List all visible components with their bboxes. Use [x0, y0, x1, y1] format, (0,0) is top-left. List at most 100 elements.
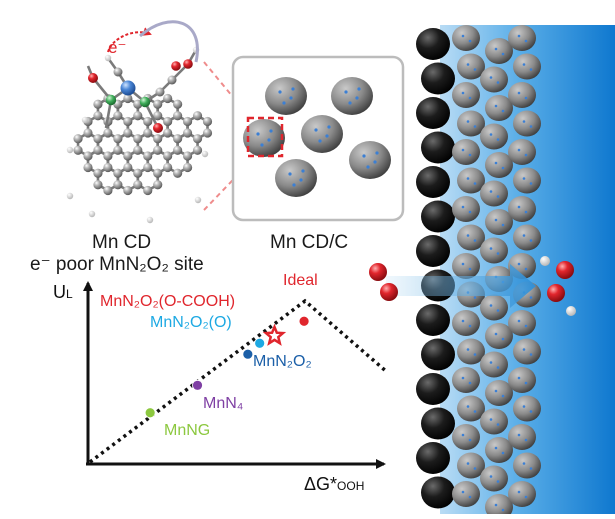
volcano-marker-4 — [192, 379, 203, 391]
electrode-cd-particle — [485, 152, 513, 178]
electrode-cd-particle — [452, 196, 480, 222]
carbon-atom — [143, 128, 153, 138]
hydrogen-atom — [66, 146, 74, 154]
carbon-atom — [113, 168, 123, 178]
electrode-cd-particle — [513, 338, 541, 365]
carbon-support-particle — [416, 166, 450, 198]
carbon-atom — [173, 145, 183, 155]
carbon-atom — [163, 162, 173, 173]
mn-cd-particle — [275, 159, 317, 197]
mn-cd-particle — [349, 141, 391, 179]
mn-cd-particle — [331, 77, 373, 115]
carbon-atom — [163, 151, 173, 161]
carbon-atom — [163, 116, 173, 127]
electrode-cd-particle — [508, 367, 536, 393]
electrode-cd-particle — [452, 253, 480, 279]
x-axis-label: ΔG*OOH — [304, 474, 365, 494]
carbon-atom — [173, 111, 183, 121]
carbon-atom — [182, 128, 193, 138]
electron-path-arc — [139, 20, 199, 63]
carbon-atom — [133, 180, 143, 190]
electrode-cd-particle — [508, 139, 536, 165]
carbon-atom — [202, 128, 213, 138]
electrode-cd-particle — [485, 38, 513, 64]
volcano-plot — [83, 281, 389, 469]
diffusion-arrow — [386, 264, 536, 308]
o2-molecule — [369, 263, 398, 301]
volcano-marker-0 — [298, 315, 310, 327]
carbon-support-particle — [416, 304, 450, 336]
carbon-support-particle — [421, 62, 455, 95]
carbon-atom — [123, 162, 133, 173]
carbon-support-particle — [421, 476, 455, 509]
hydrogen-atom — [194, 196, 202, 204]
mn-cd-particle-column — [452, 25, 541, 519]
electrode-cd-particle — [480, 408, 508, 435]
carbon-atom — [73, 145, 83, 155]
carbon-support-particle — [416, 235, 450, 267]
carbon-atom — [123, 128, 133, 138]
carbon-atom — [153, 168, 163, 178]
electrode-cd-particle — [513, 452, 541, 479]
carbon-atom — [133, 111, 143, 121]
mn-cd-particle — [265, 77, 307, 115]
electrode-cd-particle — [508, 481, 536, 507]
carbon-atom — [103, 151, 113, 161]
label-mnn2o2: MnN₂O₂ — [253, 353, 312, 370]
electron-label: e⁻ — [108, 38, 127, 57]
hydrogen-atom — [66, 192, 74, 200]
carbon-support-particle — [421, 407, 455, 440]
electrode-cd-particle — [480, 351, 508, 378]
carbon-atom — [103, 128, 113, 138]
electrode-cd-particle — [485, 209, 513, 235]
carbon-atom — [73, 134, 83, 144]
mn-cd-molecule-model — [66, 20, 213, 224]
volcano-marker-star — [262, 323, 287, 346]
carbon-atom — [143, 151, 153, 161]
electrode-cd-particle — [508, 310, 536, 336]
volcano-trend-line — [88, 298, 389, 464]
carbon-support-particle — [416, 97, 450, 129]
carbon-support-particle — [421, 338, 455, 371]
carbon-particle-column — [416, 28, 455, 509]
carbon-atom — [133, 134, 143, 144]
electrode-cd-particle — [480, 465, 508, 492]
electrode-cd-particle — [485, 494, 513, 519]
carbon-atom — [133, 168, 143, 178]
carbon-atom — [153, 180, 163, 190]
carbon-atom — [93, 145, 103, 155]
nitrogen-atom — [139, 96, 151, 108]
label-mnn2o2-o: MnN₂O₂(O) — [150, 314, 232, 331]
label-ideal: Ideal — [283, 272, 318, 289]
carbon-atom — [173, 168, 183, 178]
y-axis-label: UL — [53, 282, 73, 302]
electrode-cd-particle — [457, 167, 485, 194]
zoom-callout — [203, 55, 405, 222]
carbon-atom — [113, 145, 123, 155]
electrode-cd-particle — [452, 25, 480, 51]
carbon-atom — [83, 162, 93, 173]
mn-cd-particle — [243, 119, 285, 157]
electrode-cd-particle — [452, 139, 480, 165]
nitrogen-atom — [105, 94, 117, 106]
electrode-cd-particle — [480, 66, 508, 93]
carbon-atom — [123, 185, 133, 196]
carbon-atom — [123, 116, 133, 127]
electrode-cd-particle — [508, 424, 536, 450]
carbon-atom — [202, 116, 213, 127]
electrode-cd-particle — [452, 481, 480, 507]
carbon-atom — [173, 134, 183, 144]
mn-site-subcaption: e⁻ poor MnN₂O₂ site — [30, 254, 204, 275]
mn-cd-particle — [301, 115, 343, 153]
carbon-atom — [167, 75, 177, 85]
hydrogen-atom — [201, 150, 209, 158]
carbon-support-particle — [416, 373, 450, 405]
electrode-cd-particle — [480, 123, 508, 150]
electrode-cd-particle — [508, 196, 536, 222]
carbon-atom — [153, 145, 163, 155]
electrode-cd-particle — [508, 82, 536, 108]
label-mnn4: MnN₄ — [203, 395, 244, 412]
carbon-atom — [173, 99, 183, 109]
mn-cd-caption: Mn CD — [92, 232, 152, 253]
oxygen-atom — [88, 73, 98, 83]
